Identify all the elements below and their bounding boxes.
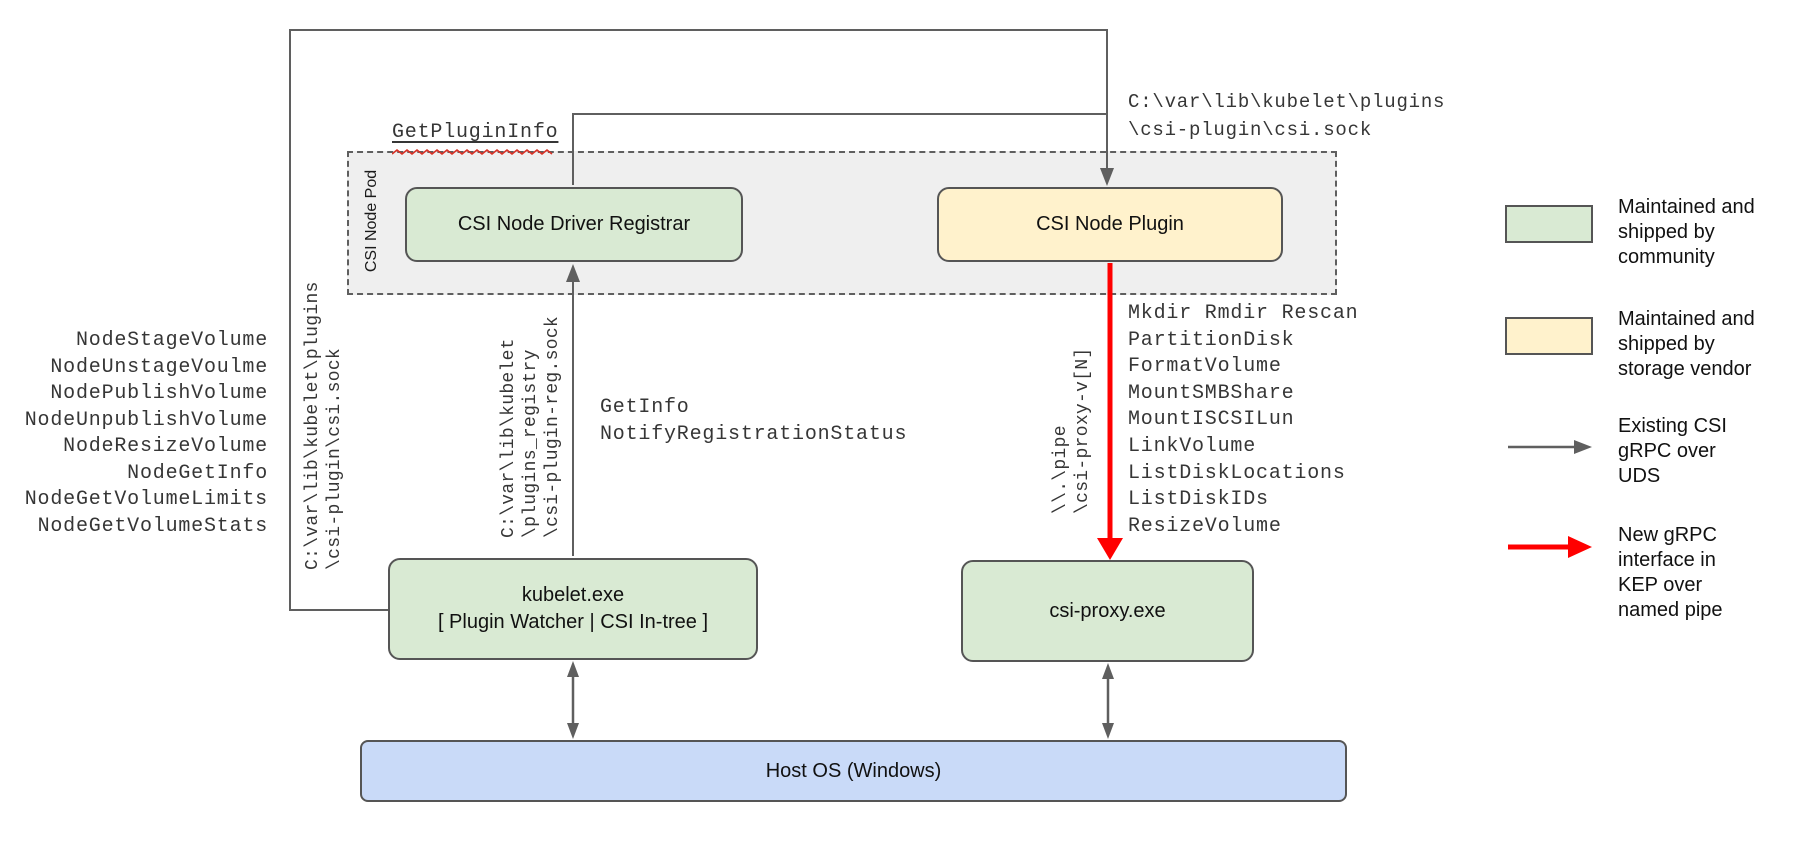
legend-community-label: Maintained and shipped by community bbox=[1618, 196, 1755, 268]
named-pipe-path-vertical: \\.\pipe \csi-proxy-v[N] bbox=[1051, 347, 1093, 514]
csi-proxy-rpc-list: Mkdir Rmdir Rescan PartitionDisk FormatV… bbox=[1128, 302, 1359, 538]
legend-swatch-community bbox=[1505, 205, 1593, 243]
csi-proxy-label: csi-proxy.exe bbox=[1049, 599, 1166, 622]
legend-red-arrow-icon bbox=[1508, 536, 1592, 558]
host-os-label: Host OS (Windows) bbox=[765, 759, 942, 782]
legend-new-grpc-label: New gRPC interface in KEP over named pip… bbox=[1618, 524, 1723, 621]
csi-proxy-box: csi-proxy.exe bbox=[961, 560, 1254, 662]
kubelet-node-rpc-list: NodeStageVolume NodeUnstageVoulme NodePu… bbox=[24, 329, 268, 538]
spellcheck-squiggle-icon bbox=[392, 148, 553, 156]
host-os-box: Host OS (Windows) bbox=[360, 740, 1347, 802]
csi-node-driver-registrar-box: CSI Node Driver Registrar bbox=[405, 187, 743, 262]
legend-existing-grpc-label: Existing CSI gRPC over UDS bbox=[1618, 415, 1727, 487]
csi-node-plugin-box: CSI Node Plugin bbox=[937, 187, 1283, 262]
kubelet-label: kubelet.exe [ Plugin Watcher | CSI In-tr… bbox=[437, 584, 709, 633]
kubelet-box: kubelet.exe [ Plugin Watcher | CSI In-tr… bbox=[388, 558, 758, 660]
kubelet-to-plugin-uds-line bbox=[289, 29, 1108, 611]
get-plugin-info-label: GetPluginInfo bbox=[392, 121, 572, 156]
csi-node-plugin-label: CSI Node Plugin bbox=[1036, 213, 1184, 235]
csiproxy-hostos-double-arrow bbox=[1102, 663, 1114, 739]
csi-sock-path-vertical: C:\var\lib\kubelet\plugins \csi-plugin\c… bbox=[303, 281, 345, 570]
csi-sock-path-top-right: C:\var\lib\kubelet\plugins \csi-plugin\c… bbox=[1128, 91, 1446, 141]
legend-swatch-vendor bbox=[1505, 317, 1593, 355]
legend-vendor-label: Maintained and shipped by storage vendor bbox=[1618, 308, 1755, 380]
legend-gray-arrow-icon bbox=[1508, 440, 1592, 454]
kubelet-to-registrar-arrow bbox=[566, 264, 580, 556]
csi-node-pod-label: CSI Node Pod bbox=[363, 169, 380, 273]
registration-rpcs-label: GetInfo NotifyRegistrationStatus bbox=[600, 396, 908, 446]
csi-node-driver-registrar-label: CSI Node Driver Registrar bbox=[457, 213, 691, 235]
registration-sock-path-vertical: C:\var\lib\kubelet \plugins_registry \cs… bbox=[499, 315, 563, 538]
new-grpc-red-arrow bbox=[1097, 263, 1123, 560]
kubelet-hostos-double-arrow bbox=[567, 661, 579, 739]
get-plugin-info-text: GetPluginInfo bbox=[392, 121, 559, 144]
